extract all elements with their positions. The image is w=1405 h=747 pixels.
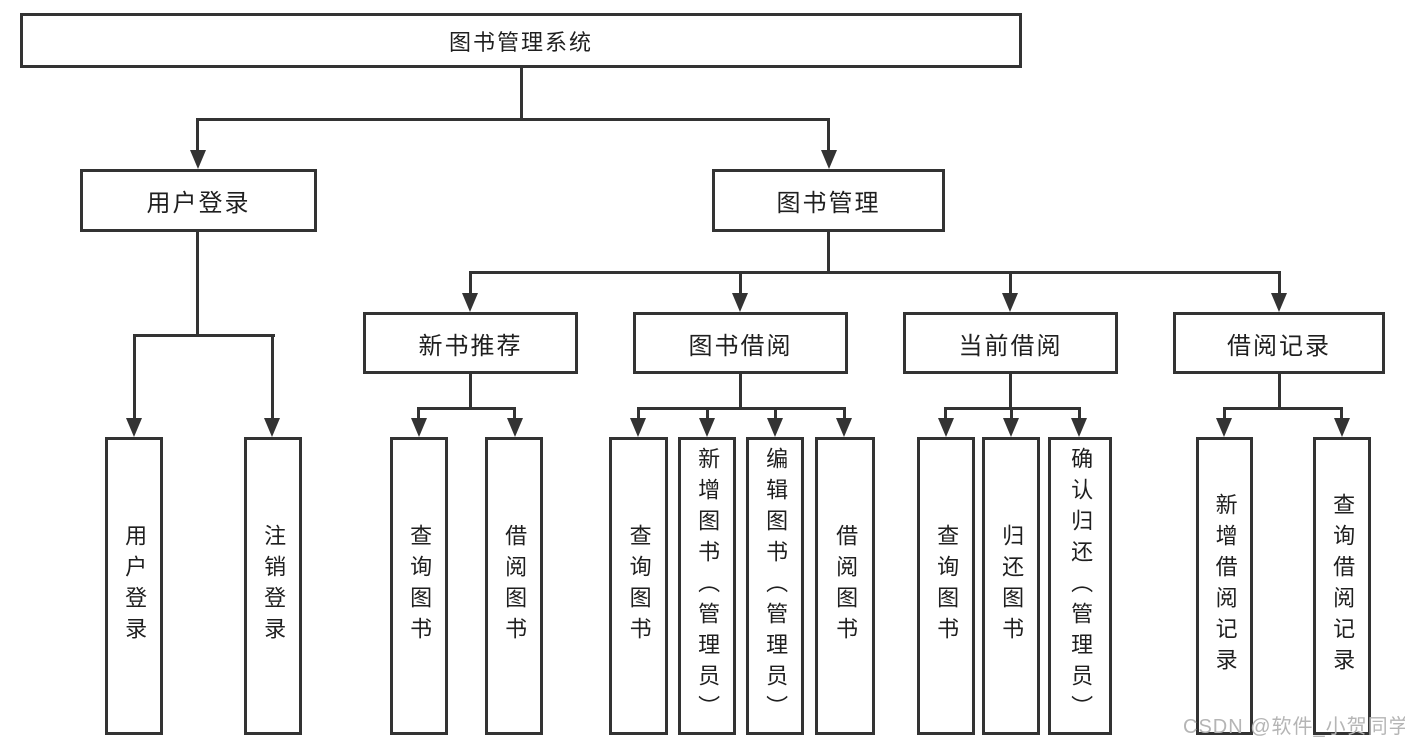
connector-line: [1278, 374, 1281, 409]
connector-line: [520, 68, 523, 120]
arrow-down-icon: [264, 418, 280, 437]
connector-line: [1340, 407, 1343, 421]
connector-line: [1223, 407, 1343, 410]
connector-line: [469, 271, 1281, 274]
node-book-management: 图书管理: [712, 169, 945, 232]
connector-line: [637, 407, 640, 421]
node-new-book-recommend: 新书推荐: [363, 312, 578, 374]
arrow-down-icon: [1271, 293, 1287, 312]
arrow-down-icon: [767, 418, 783, 437]
arrow-down-icon: [938, 418, 954, 437]
connector-line: [271, 334, 274, 420]
arrow-down-icon: [507, 418, 523, 437]
node-borrowing-records: 借阅记录: [1173, 312, 1385, 374]
arrow-down-icon: [190, 150, 206, 169]
connector-line: [1223, 407, 1226, 421]
connector-line: [944, 407, 947, 421]
node-current-borrowing: 当前借阅: [903, 312, 1118, 374]
leaf-add-borrow-record: 新增借阅记录: [1196, 437, 1253, 735]
leaf-query-books: 查询图书: [917, 437, 975, 735]
connector-line: [1078, 407, 1081, 421]
connector-line: [133, 334, 136, 420]
connector-line: [1278, 271, 1281, 295]
connector-line: [1010, 407, 1013, 421]
leaf-confirm-return-admin: 确认归还（管理员）: [1048, 437, 1112, 735]
leaf-logout: 注销登录: [244, 437, 302, 735]
leaf-user-login: 用户登录: [105, 437, 163, 735]
connector-line: [827, 118, 830, 152]
connector-line: [196, 118, 830, 121]
connector-line: [1009, 271, 1012, 295]
connector-line: [739, 271, 742, 295]
connector-line: [196, 232, 199, 336]
arrow-down-icon: [630, 418, 646, 437]
node-book-borrowing: 图书借阅: [633, 312, 848, 374]
watermark: CSDN @软件_小贺同学: [1183, 716, 1405, 738]
leaf-borrow-books: 借阅图书: [815, 437, 875, 735]
arrow-down-icon: [836, 418, 852, 437]
leaf-query-borrow-record: 查询借阅记录: [1313, 437, 1371, 735]
arrow-down-icon: [1002, 293, 1018, 312]
leaf-return-books: 归还图书: [982, 437, 1040, 735]
connector-line: [774, 407, 777, 421]
leaf-edit-book-admin: 编辑图书（管理员）: [746, 437, 804, 735]
connector-line: [739, 374, 742, 409]
arrow-down-icon: [462, 293, 478, 312]
arrow-down-icon: [1003, 418, 1019, 437]
connector-line: [469, 374, 472, 409]
leaf-borrow-books: 借阅图书: [485, 437, 543, 735]
arrow-down-icon: [699, 418, 715, 437]
connector-line: [417, 407, 516, 410]
connector-line: [417, 407, 420, 421]
arrow-down-icon: [411, 418, 427, 437]
connector-line: [637, 407, 846, 410]
connector-line: [706, 407, 709, 421]
arrow-down-icon: [126, 418, 142, 437]
leaf-query-books: 查询图书: [609, 437, 668, 735]
connector-line: [843, 407, 846, 421]
arrow-down-icon: [821, 150, 837, 169]
arrow-down-icon: [1334, 418, 1350, 437]
connector-line: [196, 118, 199, 152]
arrow-down-icon: [732, 293, 748, 312]
connector-line: [133, 334, 275, 337]
node-root: 图书管理系统: [20, 13, 1022, 68]
leaf-add-book-admin: 新增图书（管理员）: [678, 437, 736, 735]
node-user-login: 用户登录: [80, 169, 317, 232]
arrow-down-icon: [1216, 418, 1232, 437]
connector-line: [469, 271, 472, 295]
connector-line: [827, 232, 830, 274]
leaf-query-books: 查询图书: [390, 437, 448, 735]
connector-line: [1009, 374, 1012, 409]
connector-line: [513, 407, 516, 421]
arrow-down-icon: [1071, 418, 1087, 437]
